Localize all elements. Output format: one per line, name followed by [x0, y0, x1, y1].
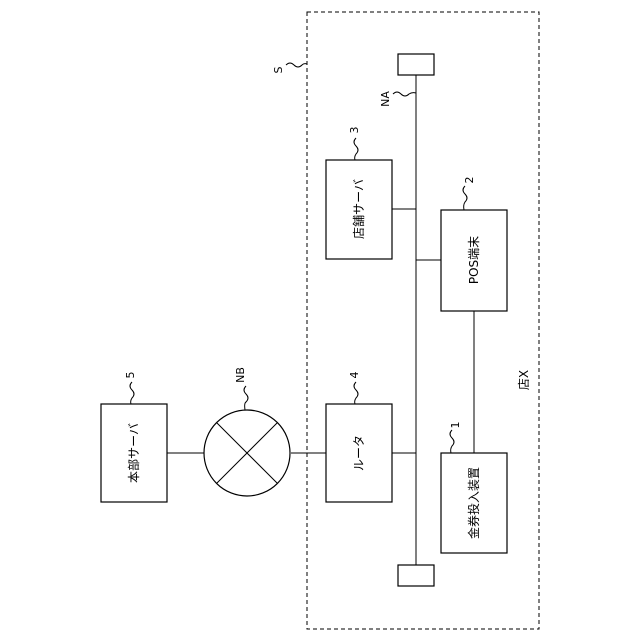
leader-5: [130, 382, 134, 404]
leader-nb: [244, 386, 248, 410]
ref-2: 2: [463, 177, 476, 184]
router-label: ルータ: [352, 435, 366, 471]
ref-1: 1: [449, 422, 462, 429]
ref-4: 4: [348, 372, 361, 379]
cash-device-label: 金券投入装置: [466, 467, 481, 539]
leader-4: [354, 382, 358, 404]
pos-terminal-label: POS端末: [467, 236, 481, 284]
honbu-server-label: 本部サーバ: [126, 423, 141, 483]
leader-3: [354, 138, 358, 160]
ref-5: 5: [124, 372, 137, 379]
ref-na: NA: [379, 91, 392, 107]
ref-s: S: [272, 66, 285, 73]
ref-3: 3: [348, 127, 361, 134]
bus-terminator-bottom: [398, 565, 434, 586]
leader-2: [463, 186, 467, 210]
ref-nb: NB: [234, 367, 247, 383]
leader-1: [450, 430, 454, 453]
store-label: 店X: [517, 370, 531, 390]
store-server-label: 店舗サーバ: [352, 179, 366, 239]
bus-terminator-top: [398, 54, 434, 75]
leader-na: [393, 92, 416, 96]
leader-s: [286, 63, 307, 67]
